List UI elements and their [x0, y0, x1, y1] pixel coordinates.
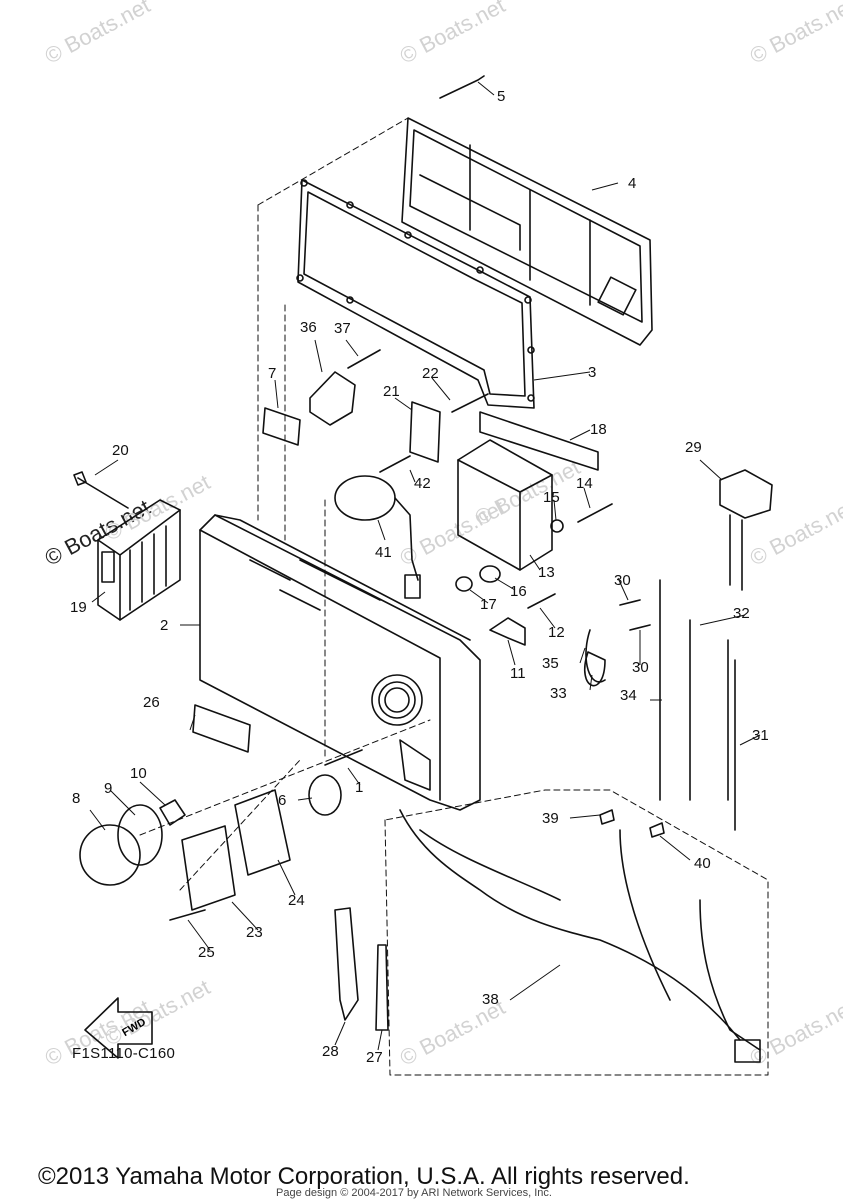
relay — [309, 371, 356, 426]
pad — [262, 407, 301, 446]
fwd-arrow-icon — [84, 997, 153, 1059]
cap-8 — [79, 824, 141, 886]
callout-42: 42 — [414, 475, 431, 492]
cap-33 — [583, 651, 606, 687]
band — [479, 411, 599, 471]
callout-2: 2 — [160, 617, 168, 634]
callout-33: 33 — [550, 685, 567, 702]
callout-6: 6 — [278, 792, 286, 809]
callout-9: 9 — [104, 780, 112, 797]
callout-5: 5 — [497, 88, 505, 105]
callout-34: 34 — [620, 687, 637, 704]
leader-lines — [139, 117, 769, 1076]
callout-1: 1 — [355, 779, 363, 796]
electrical-box — [199, 514, 481, 811]
fuse-39 — [599, 809, 615, 825]
callout-19: 19 — [70, 599, 87, 616]
callout-12: 12 — [548, 624, 565, 641]
gasket — [296, 179, 535, 409]
callout-41: 41 — [375, 544, 392, 561]
callout-30b: 30 — [632, 659, 649, 676]
fuse-40 — [649, 822, 665, 838]
lead-34 — [659, 579, 691, 801]
plate-9 — [117, 804, 163, 866]
callout-27: 27 — [366, 1049, 383, 1066]
callout-30a: 30 — [614, 572, 631, 589]
screw-14 — [577, 503, 613, 523]
collar-17 — [455, 576, 473, 592]
tie-27 — [375, 944, 389, 1031]
callout-32: 32 — [733, 605, 750, 622]
callout-17: 17 — [480, 596, 497, 613]
callout-7: 7 — [268, 365, 276, 382]
callout-21: 21 — [383, 383, 400, 400]
callout-22: 22 — [422, 365, 439, 382]
diagram-code: F1S1110-C160 — [72, 1045, 176, 1062]
callout-40: 40 — [694, 855, 711, 872]
callout-28: 28 — [322, 1043, 339, 1060]
callout-15: 15 — [543, 489, 560, 506]
screw-5 — [439, 75, 485, 99]
screw-12 — [527, 593, 556, 609]
tie-28 — [334, 907, 359, 1021]
rectifier — [97, 499, 181, 621]
fwd-label: FWD — [120, 1016, 148, 1039]
lead-31 — [727, 639, 736, 831]
callout-20: 20 — [112, 442, 129, 459]
sensor — [334, 475, 421, 599]
grommet-16 — [479, 565, 501, 583]
screw-37 — [347, 349, 381, 369]
callout-4: 4 — [628, 175, 636, 192]
page-credit: Page design © 2004-2017 by ARI Network S… — [276, 1187, 552, 1199]
callout-8: 8 — [72, 790, 80, 807]
callout-10: 10 — [130, 765, 147, 782]
wire-harness — [399, 809, 761, 1063]
cover-plate — [401, 117, 653, 346]
callout-39: 39 — [542, 810, 559, 827]
callout-29: 29 — [685, 439, 702, 456]
callout-14: 14 — [576, 475, 593, 492]
callout-36: 36 — [300, 319, 317, 336]
screw-42 — [379, 455, 411, 473]
callout-18: 18 — [590, 421, 607, 438]
callout-38: 38 — [482, 991, 499, 1008]
callout-11: 11 — [510, 665, 526, 682]
callout-31: 31 — [752, 727, 769, 744]
callout-35: 35 — [542, 655, 559, 672]
bracket — [409, 401, 441, 463]
callout-26: 26 — [143, 694, 160, 711]
callout-3: 3 — [588, 364, 596, 381]
washer-15 — [550, 519, 564, 533]
bolt-30 — [619, 599, 651, 631]
callout-25: 25 — [198, 944, 215, 961]
label-26 — [192, 704, 251, 753]
clip-10 — [159, 799, 186, 826]
copyright-notice: ©2013 Yamaha Motor Corporation, U.S.A. A… — [38, 1163, 690, 1190]
callout-leaders — [89, 81, 761, 1051]
plate-23 — [181, 825, 236, 911]
callout-23: 23 — [246, 924, 263, 941]
bracket-11 — [489, 617, 526, 646]
screw-22 — [451, 393, 489, 413]
bolt-20 — [73, 471, 129, 509]
callout-37: 37 — [334, 320, 351, 337]
screw-25 — [169, 909, 206, 921]
callout-24: 24 — [288, 892, 305, 909]
plate-24 — [234, 789, 291, 876]
callout-13: 13 — [538, 564, 555, 581]
bolt-1 — [324, 749, 363, 766]
cdi-unit — [457, 439, 553, 571]
coupler — [719, 469, 773, 591]
callout-16: 16 — [510, 583, 527, 600]
callout-labels: 1 2 3 4 5 6 7 8 9 10 11 12 13 14 15 16 1… — [70, 88, 769, 1066]
grommet-6 — [308, 774, 342, 816]
